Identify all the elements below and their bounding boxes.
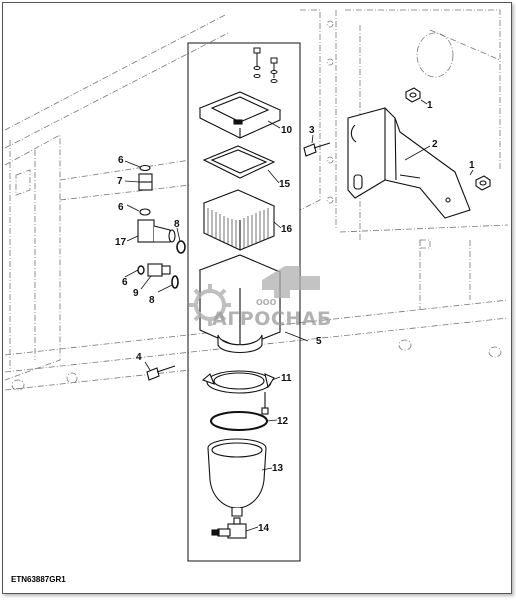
callout-16: 16 [281,224,293,235]
leader-lines [124,99,474,532]
callout-8a: 8 [174,219,180,230]
mounting-bracket [347,107,471,219]
callouts: 1 1 2 3 4 5 6 6 6 7 8 8 9 10 11 12 13 14… [115,100,475,534]
callout-17: 17 [115,237,127,248]
callout-14: 14 [258,523,270,534]
fuel-fittings [137,164,186,289]
retaining-ring [201,370,275,415]
watermark-prefix: ООО [256,298,277,307]
callout-9: 9 [133,288,139,299]
filter-head [198,91,282,139]
watermark-logo: ООО АГРОСНАБ [189,266,332,330]
top-bolts [253,47,278,83]
callout-13: 13 [272,463,284,474]
tractor-frame-phantom [4,9,509,391]
callout-6c: 6 [122,277,128,288]
callout-12: 12 [277,416,289,427]
drain-valve [211,517,247,539]
callout-2: 2 [432,139,438,150]
watermark-brand: АГРОСНАБ [212,308,332,330]
sediment-bowl [207,438,267,517]
callout-4: 4 [136,352,142,363]
nuts [405,87,491,191]
callout-8b: 8 [149,295,155,306]
callout-3: 3 [309,125,315,136]
gear-icon [189,284,231,326]
tractor-icon [262,266,320,298]
exploded-view-box [187,42,301,562]
bowl-seal [210,411,268,431]
callout-5: 5 [316,336,322,347]
callout-6a: 6 [118,155,124,166]
callout-7: 7 [117,176,123,187]
callout-1a: 1 [427,100,433,111]
callout-15: 15 [279,179,291,190]
cap-screws [146,142,331,381]
callout-1b: 1 [469,160,475,171]
callout-10: 10 [281,125,293,136]
callout-6b: 6 [118,202,124,213]
gasket [202,145,276,179]
filter-element [202,189,276,251]
callout-11: 11 [281,373,292,384]
drawing-code: ETN63887GR1 [11,575,66,584]
